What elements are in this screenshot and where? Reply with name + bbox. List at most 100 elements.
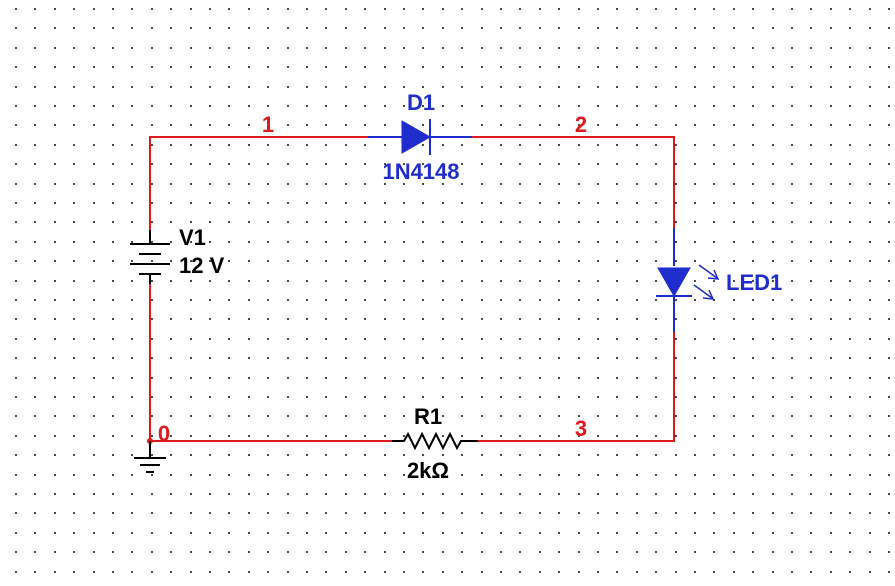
grid-dot [888,47,890,49]
grid-dot [403,415,405,417]
grid-dot [287,474,289,476]
grid-dot [403,280,405,282]
grid-dot [442,163,444,165]
grid-dot [752,66,754,68]
grid-dot [422,571,424,573]
grid-dot [112,415,114,417]
grid-dot [888,299,890,301]
grid-dot [73,221,75,223]
wire-net2[interactable] [472,136,675,230]
grid-dot [558,415,560,417]
grid-dot [616,338,618,340]
grid-dot [752,221,754,223]
grid-dot [248,47,250,49]
grid-dot [810,221,812,223]
grid-dot [325,280,327,282]
resistor-r1[interactable] [392,431,478,451]
grid-dot [34,202,36,204]
grid-dot [325,183,327,185]
grid-dot [384,415,386,417]
grid-dot [228,183,230,185]
grid-dot [248,27,250,29]
grid-dot [228,415,230,417]
grid-dot [616,47,618,49]
grid-dot [54,241,56,243]
grid-dot [345,105,347,107]
grid-dot [15,47,17,49]
battery-v1[interactable] [130,230,170,284]
grid-dot [54,202,56,204]
grid-dot [481,532,483,534]
grid-dot [713,202,715,204]
grid-dot [190,318,192,320]
grid-dot [500,105,502,107]
source-value-label: 12 V [179,253,225,278]
grid-dot [345,280,347,282]
grid-dot [830,8,832,10]
wire-net1[interactable] [149,136,368,230]
grid-dot [733,571,735,573]
grid-dot [15,454,17,456]
grid-dot [578,474,580,476]
grid-dot [694,512,696,514]
grid-dot [364,66,366,68]
grid-dot [869,357,871,359]
grid-dot [442,86,444,88]
led-emission-arrows-icon [693,264,720,300]
grid-dot [597,47,599,49]
grid-dot [209,377,211,379]
grid-dot [248,163,250,165]
grid-dot [54,454,56,456]
grid-dot [772,66,774,68]
diode-d1[interactable] [368,119,472,155]
grid-dot [190,396,192,398]
grid-dot [830,27,832,29]
grid-dot [15,532,17,534]
grid-dot [364,163,366,165]
grid-dot [539,8,541,10]
grid-dot [539,124,541,126]
grid-dot [54,551,56,553]
grid-dot [655,493,657,495]
grid-dot [752,338,754,340]
grid-dot [345,27,347,29]
wire-net3[interactable] [478,330,675,442]
grid-dot [228,260,230,262]
wire-net0-bottom[interactable] [149,283,392,442]
grid-dot [694,260,696,262]
grid-dot [422,474,424,476]
grid-dot [888,221,890,223]
led-led1[interactable] [656,228,720,332]
grid-dot [888,454,890,456]
grid-dot [597,8,599,10]
grid-dot [791,8,793,10]
grid-dot [93,357,95,359]
grid-dot [558,435,560,437]
grid-dot [93,415,95,417]
grid-dot [190,280,192,282]
grid-dot [849,47,851,49]
grid-dot [325,493,327,495]
grid-dot [694,493,696,495]
grid-dot [34,396,36,398]
grid-dot [888,571,890,573]
grid-dot [112,571,114,573]
ground-icon[interactable] [134,441,166,473]
grid-dot [597,221,599,223]
grid-dot [190,8,192,10]
grid-dot [54,532,56,534]
grid-dot [325,27,327,29]
grid-dot [675,47,677,49]
grid-dot [694,551,696,553]
grid-dot [481,357,483,359]
grid-dot [597,260,599,262]
grid-dot [772,396,774,398]
grid-dot [558,260,560,262]
grid-dot [73,415,75,417]
grid-dot [655,260,657,262]
grid-dot [384,474,386,476]
grid-dot [112,144,114,146]
grid-dot [539,493,541,495]
grid-dot [539,183,541,185]
grid-dot [519,338,521,340]
